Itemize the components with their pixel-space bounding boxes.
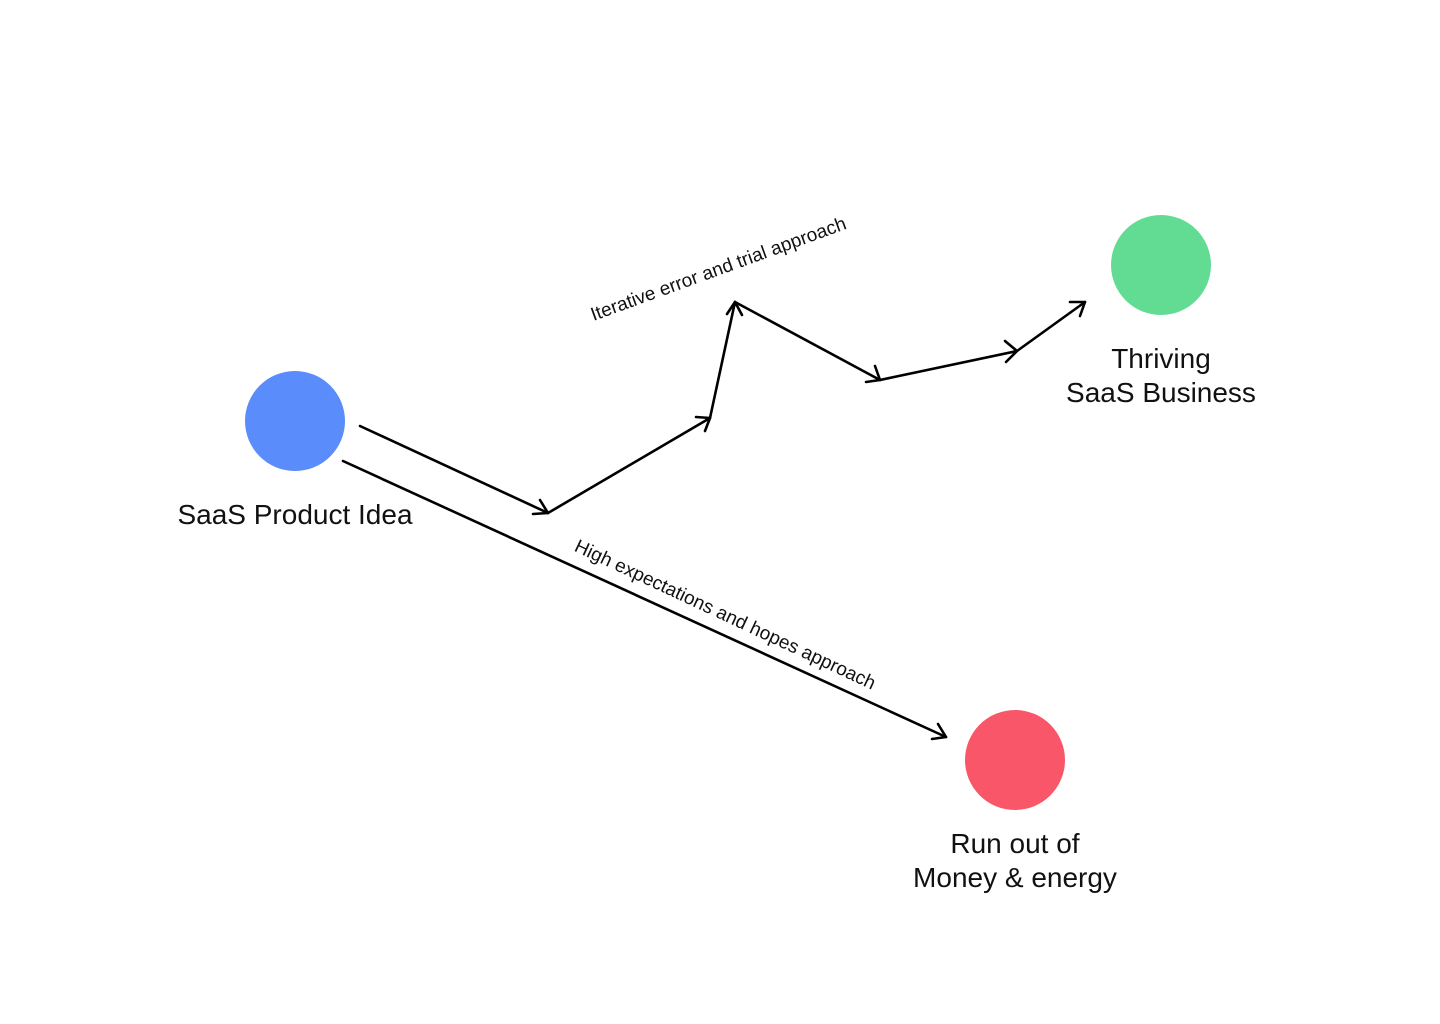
failure-node-circle — [965, 710, 1065, 810]
iterative-segment-5 — [878, 349, 1019, 382]
failure-node-label: Run out of Money & energy — [865, 827, 1165, 895]
iterative-segment-6 — [1015, 300, 1087, 353]
iterative-segment-3 — [708, 300, 737, 420]
hopes-line — [341, 459, 948, 739]
hopes-arrowhead — [930, 722, 948, 741]
iterative-segment-4 — [733, 300, 882, 382]
iterative-segment-2 — [546, 416, 712, 515]
success-node-circle — [1111, 215, 1211, 315]
iterative-segment-1 — [358, 424, 550, 515]
iterative-arrowhead-6 — [1068, 300, 1087, 318]
failure-node-label-line2: Money & energy — [913, 862, 1117, 893]
success-node-label-line2: SaaS Business — [1066, 377, 1256, 408]
success-node-label-line1: Thriving — [1111, 343, 1211, 374]
start-node-circle — [245, 371, 345, 471]
start-node-label: SaaS Product Idea — [95, 498, 495, 532]
hopes-path — [341, 459, 948, 741]
success-node-label: Thriving SaaS Business — [1011, 342, 1311, 410]
failure-node-label-line1: Run out of — [950, 828, 1080, 859]
iterative-path — [358, 300, 1087, 516]
start-node-label-text: SaaS Product Idea — [177, 499, 413, 530]
